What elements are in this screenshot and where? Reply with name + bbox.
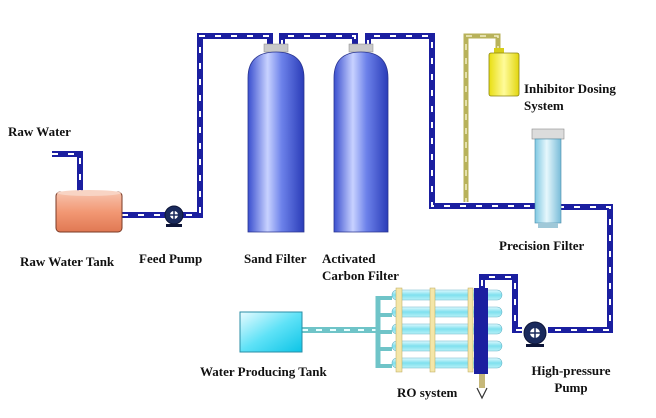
water-producing-tank-label: Water Producing Tank bbox=[200, 364, 327, 379]
product-line bbox=[302, 296, 381, 368]
ro-system-label: RO system bbox=[397, 385, 458, 400]
dosing-tank bbox=[488, 48, 520, 97]
ro-frame bbox=[395, 287, 474, 373]
high-pressure-pump-label-line2: Pump bbox=[554, 380, 588, 395]
precision-filter bbox=[531, 128, 565, 228]
raw-water-tank bbox=[55, 190, 123, 233]
sand-filter-label: Sand Filter bbox=[244, 251, 307, 266]
precision-filter-label: Precision Filter bbox=[499, 238, 585, 253]
high-pressure-pump-label-line1: High-pressure bbox=[531, 363, 611, 378]
sand-filter-vessel bbox=[247, 43, 305, 233]
drain-arrow-icon bbox=[476, 374, 488, 400]
inhibitor-dosing-label-line2: System bbox=[524, 98, 564, 113]
raw-water-tank-label: Raw Water Tank bbox=[20, 254, 115, 269]
ro-system bbox=[380, 287, 503, 400]
ro-headers bbox=[380, 288, 488, 374]
water-producing-tank bbox=[239, 311, 303, 353]
dosing-line bbox=[463, 33, 501, 202]
raw-water-label: Raw Water bbox=[8, 124, 71, 139]
inhibitor-dosing-label-line1: Inhibitor Dosing bbox=[524, 81, 616, 96]
carbon-filter-label-line2: Carbon Filter bbox=[322, 268, 399, 283]
carbon-filter-label-line1: Activated bbox=[322, 251, 376, 266]
feed-pump-label: Feed Pump bbox=[139, 251, 203, 266]
carbon-filter-vessel bbox=[333, 43, 389, 233]
high-pressure-pump-icon bbox=[523, 321, 547, 347]
feed-pump-icon bbox=[164, 205, 184, 227]
